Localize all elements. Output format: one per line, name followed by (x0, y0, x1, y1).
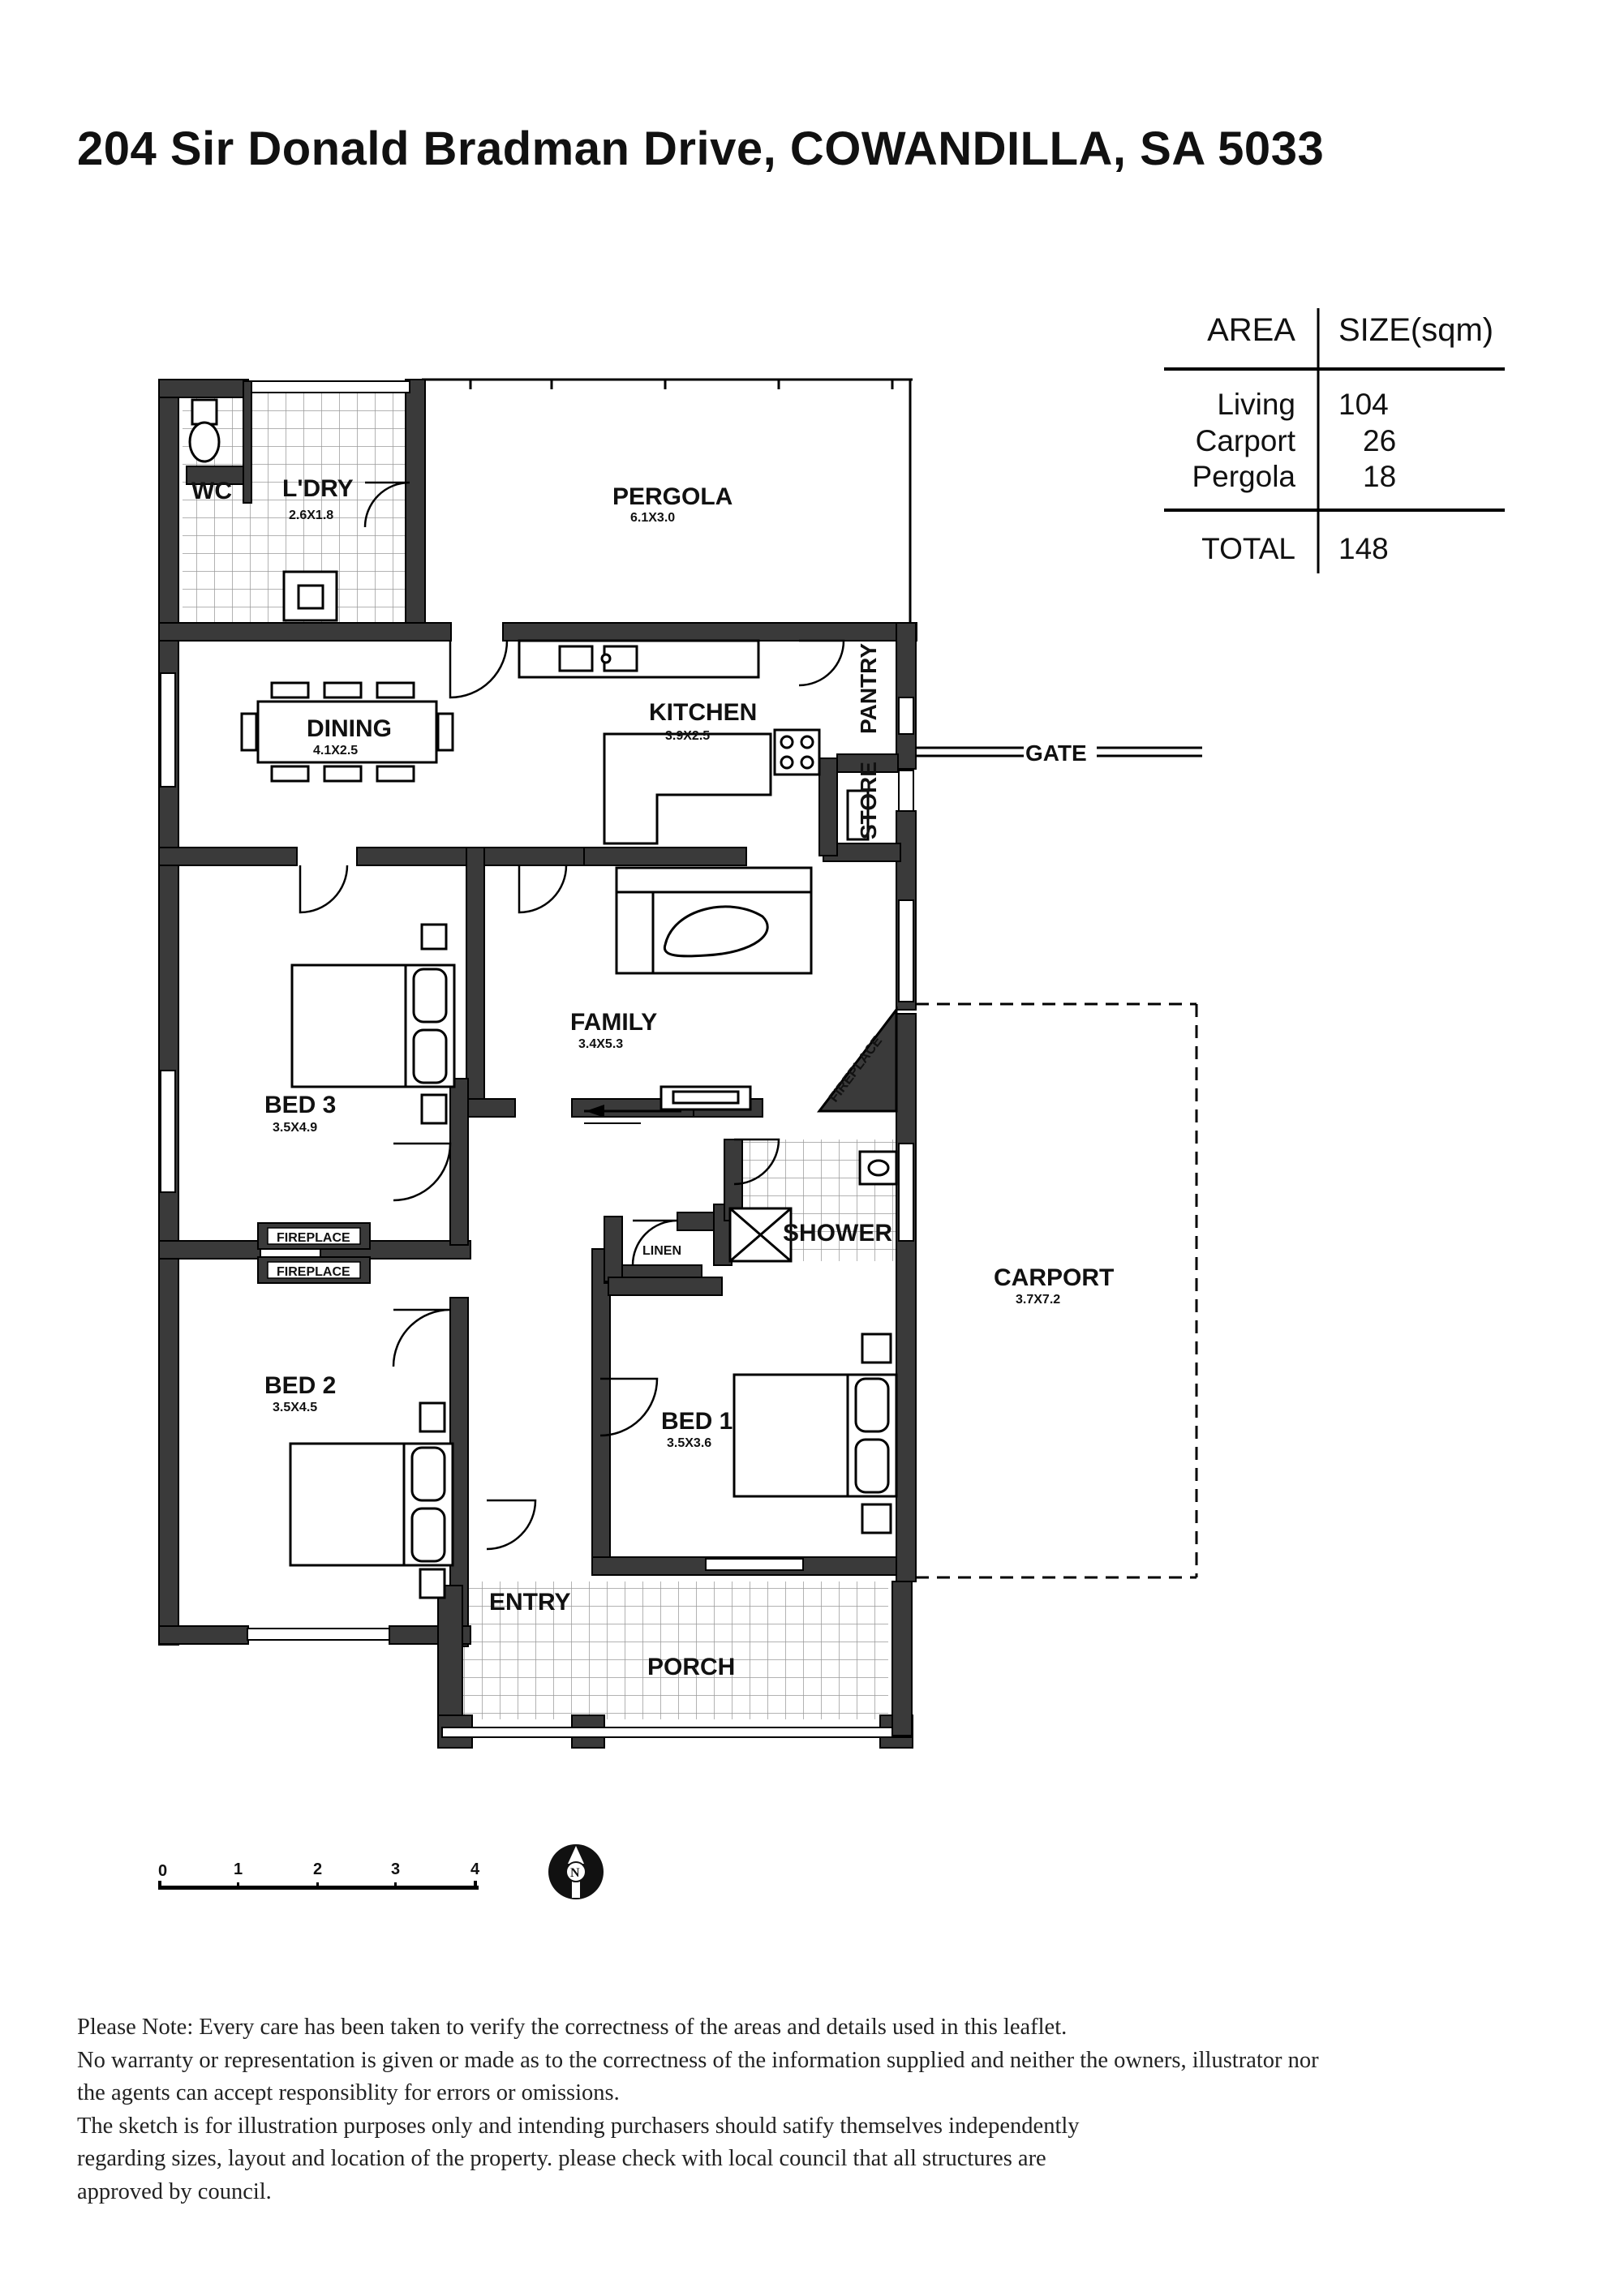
area-row-size: 26 (1363, 424, 1397, 457)
scale-bar: 0 1 2 3 4 (158, 1860, 480, 1890)
dining-dims: 4.1X2.5 (313, 744, 358, 757)
fireplace-boxes (257, 1222, 371, 1284)
pergola-dims: 6.1X3.0 (630, 511, 675, 525)
shower-label: SHOWER (783, 1220, 892, 1247)
porch-tiles (462, 1581, 888, 1719)
area-table-lines (1164, 308, 1505, 573)
kitchen-label: KITCHEN (649, 699, 757, 726)
wc-label: WC (191, 478, 232, 504)
bed2-label: BED 2 (264, 1372, 336, 1399)
kitchen-dims: 3.9X2.5 (665, 729, 710, 743)
note-line: The sketch is for illustration purposes … (77, 2113, 1080, 2139)
note-line: regarding sizes, layout and location of … (77, 2146, 1046, 2171)
laundry-label: L'DRY (282, 475, 354, 502)
note-line: approved by council. (77, 2178, 272, 2204)
note-line: No warranty or representation is given o… (77, 2047, 1319, 2073)
area-row-label: Carport (1195, 424, 1295, 457)
windows (160, 380, 914, 1641)
total-label: TOTAL (1201, 532, 1295, 565)
porch-label: PORCH (647, 1654, 735, 1680)
area-row-size: 18 (1363, 460, 1397, 493)
size-header: SIZE(sqm) (1338, 312, 1494, 348)
family-label: FAMILY (570, 1009, 657, 1036)
family-dims: 3.4X5.3 (578, 1037, 623, 1051)
linen-label: LINEN (642, 1244, 681, 1258)
carport-label: CARPORT (994, 1264, 1114, 1291)
area-header: AREA (1207, 312, 1295, 348)
area-row-size: 104 (1338, 388, 1389, 421)
carport-dims: 3.7X7.2 (1016, 1293, 1060, 1307)
bed3-dims: 3.5X4.9 (273, 1121, 317, 1135)
entry-label: ENTRY (489, 1589, 571, 1616)
scale-tick-label: 3 (391, 1860, 400, 1878)
north-compass-icon: N (548, 1844, 604, 1899)
page-title: 204 Sir Donald Bradman Drive, COWANDILLA… (77, 122, 1325, 175)
fixtures (188, 398, 898, 1599)
area-row-label: Living (1217, 388, 1295, 421)
bed1-label: BED 1 (661, 1408, 733, 1435)
note-line: Please Note: Every care has been taken t… (77, 2015, 1068, 2040)
carport-outline (916, 1002, 1198, 1579)
bed3-label: BED 3 (264, 1092, 336, 1118)
total-size: 148 (1338, 532, 1389, 565)
disclaimer-note: Please Note: Every care has been taken t… (77, 2011, 1602, 2208)
fireplace-bed2-label: FIREPLACE (277, 1265, 350, 1279)
pergola-label: PERGOLA (612, 483, 733, 510)
note-line: the agents can accept responsiblity for … (77, 2080, 620, 2105)
bed2-dims: 3.5X4.5 (273, 1401, 317, 1414)
floor-plan: WC L'DRY 2.6X1.8 PERGOLA 6.1X3.0 DINING … (158, 378, 1202, 1749)
scale-tick-label: 2 (313, 1860, 322, 1878)
family-sliding-door (584, 1105, 681, 1124)
doors (299, 481, 845, 1551)
bed1-dims: 3.5X3.6 (667, 1436, 711, 1450)
scale-tick-label: 0 (158, 1862, 167, 1880)
store-label: STORE (856, 762, 881, 839)
dining-label: DINING (307, 715, 392, 742)
laundry-dims: 2.6X1.8 (289, 509, 333, 522)
pantry-label: PANTRY (856, 643, 881, 734)
gate-line (916, 746, 1202, 757)
fireplace-bed3-label: FIREPLACE (277, 1231, 350, 1245)
pergola-outline (422, 378, 913, 624)
scale-tick-label: 1 (234, 1860, 243, 1878)
scale-tick-label: 4 (470, 1860, 480, 1878)
compass-label: N (570, 1866, 580, 1880)
area-row-label: Pergola (1192, 460, 1295, 493)
gate-label: GATE (1025, 740, 1087, 766)
